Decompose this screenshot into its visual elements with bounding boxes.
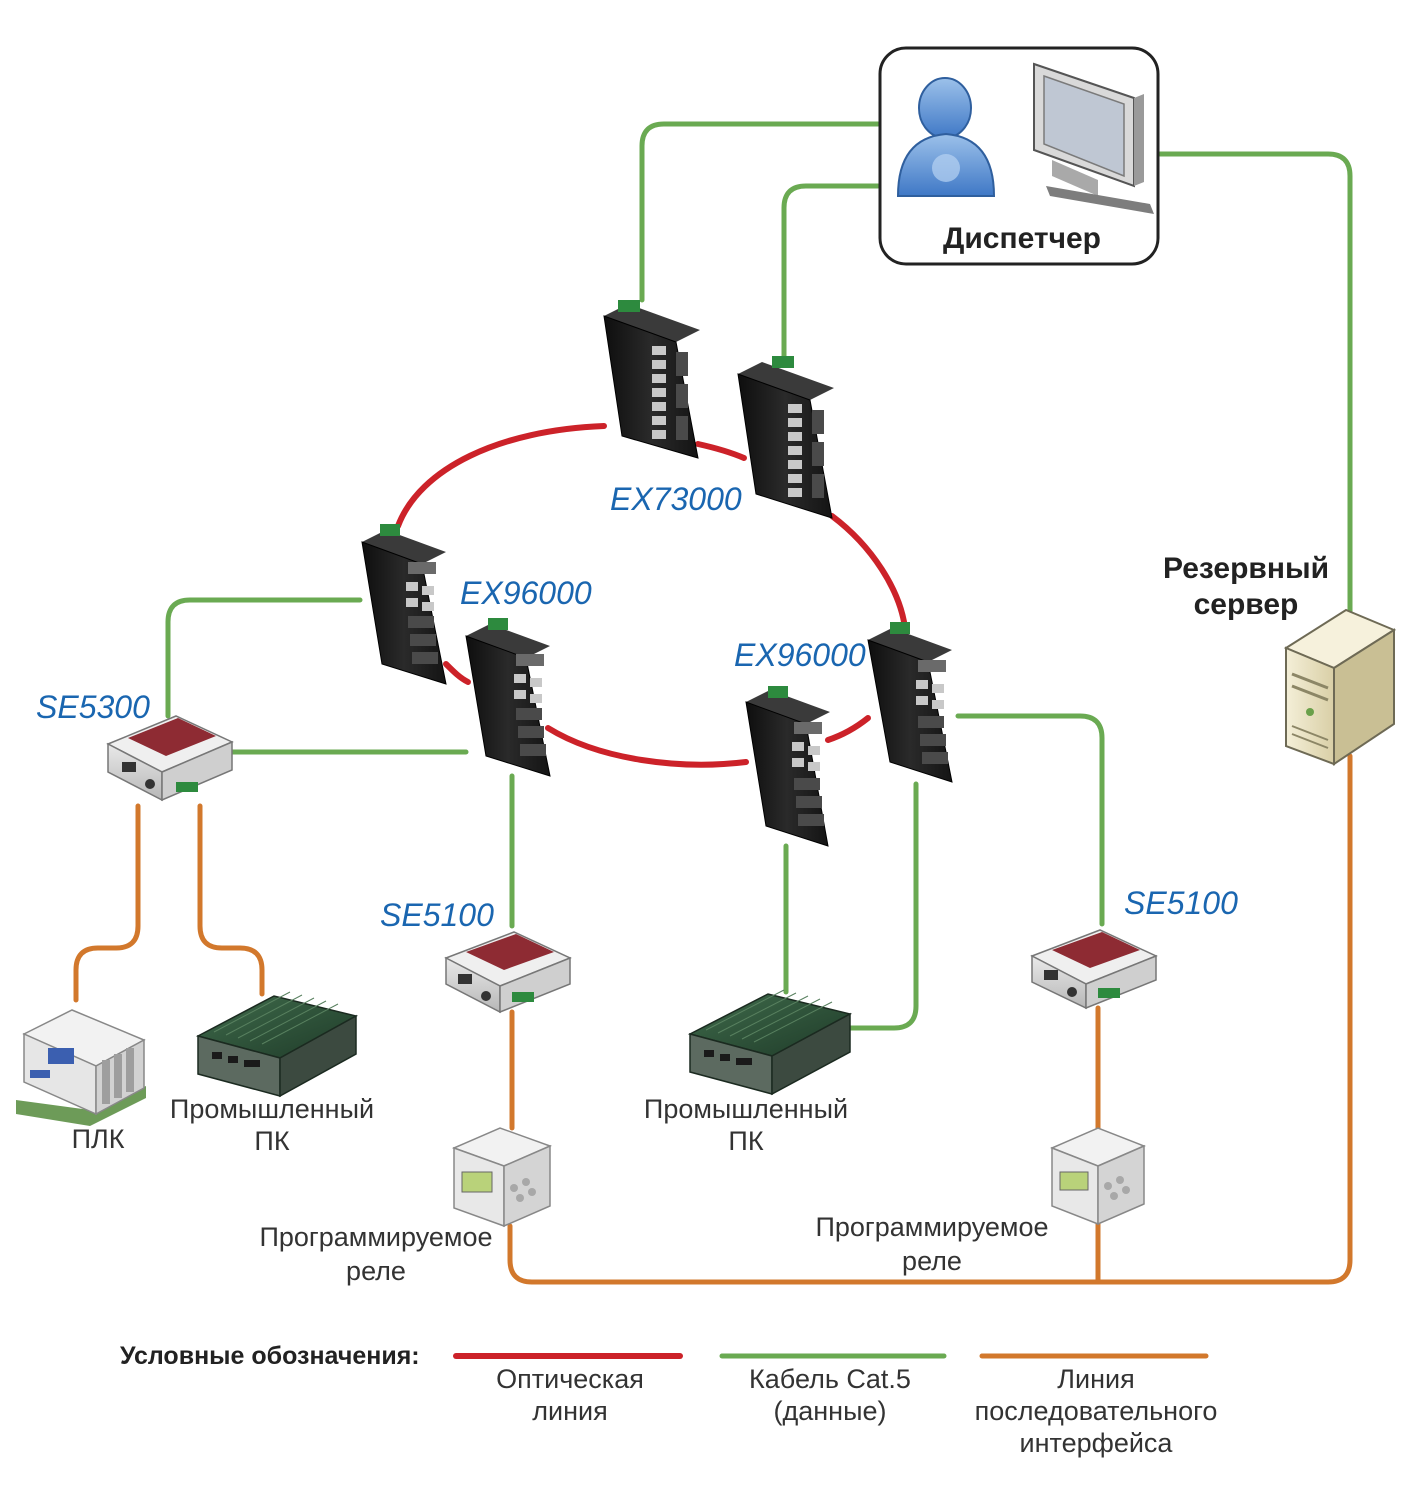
legend-title: Условные обозначения:	[120, 1342, 420, 1370]
backup-server-label-line1: Резервный	[1163, 552, 1329, 585]
ex96000-left-group: EX96000	[361, 524, 592, 777]
serial-se5300-plc	[73, 803, 141, 1003]
ex73000-switch-b	[737, 356, 834, 519]
ex96000-left-switch-b	[465, 618, 551, 777]
ipc-left-label-line2: ПК	[254, 1126, 289, 1156]
legend-serial-line1: Линия	[1057, 1364, 1134, 1394]
ex96000-left-switch-a	[361, 524, 447, 685]
legend-fiber-line2: линия	[532, 1396, 607, 1426]
se5100-left-label: SE5100	[380, 897, 494, 933]
ex96000-right-label: EX96000	[734, 637, 866, 673]
legend-serial-line2: последовательного	[975, 1396, 1218, 1426]
ipc-mid-label-line2: ПК	[728, 1126, 763, 1156]
ipc-left-label-line1: Промышленный	[170, 1094, 374, 1124]
cat5-ex96000-right-ipc-mid	[843, 781, 919, 1031]
monitor-icon	[1033, 62, 1154, 214]
serial-lines	[73, 753, 1353, 1285]
fiber-line-ex96000-pair-right	[825, 715, 871, 743]
legend-fiber-line1: Оптическая	[496, 1364, 644, 1394]
cat5-dispatcher-ex73000-b	[781, 183, 881, 361]
fiber-line-ex96000-pair-left	[443, 661, 471, 685]
cat5-dispatcher-backup-server	[1157, 151, 1353, 615]
dispatcher-label: Диспетчер	[943, 222, 1101, 255]
server-tower-icon	[1283, 608, 1397, 766]
fiber-line-ex73000-pair	[695, 441, 747, 461]
cat5-ex96000-se5300-top	[165, 597, 363, 719]
ex96000-right-switch-b	[867, 622, 953, 783]
backup-server-label-line2: сервер	[1194, 588, 1299, 621]
se5100-left-device-server: SE5100	[380, 897, 572, 1014]
serial-se5300-ipc	[197, 803, 265, 997]
legend-cat5-line1: Кабель Cat.5	[749, 1364, 911, 1394]
se5100-right-device-server: SE5100	[1030, 885, 1238, 1010]
ipc-mid-device: Промышленный ПК	[644, 989, 853, 1156]
plc-label: ПЛК	[72, 1124, 125, 1154]
relay-right-label-line2: реле	[902, 1246, 962, 1276]
ex96000-left-label: EX96000	[460, 575, 592, 611]
fiber-line-ex73000-right-ex96000	[829, 513, 908, 631]
legend-cat5-line2: (данные)	[774, 1396, 887, 1426]
relay-left-label-line1: Программируемое	[259, 1222, 492, 1252]
ipc-left-device: Промышленный ПК	[170, 991, 374, 1156]
se5300-label: SE5300	[36, 689, 150, 725]
dispatcher-box: Диспетчер	[878, 46, 1160, 266]
serial-bus-bottom	[507, 753, 1353, 1285]
backup-server: Резервный сервер	[1163, 552, 1397, 766]
se5100-right-label: SE5100	[1124, 885, 1238, 921]
fiber-line-bottom	[545, 725, 749, 768]
fiber-ring	[395, 423, 908, 768]
user-icon	[896, 77, 996, 197]
fiber-line-ex73000-left-ex96000	[395, 423, 607, 529]
ex73000-switch-group: EX73000	[603, 300, 834, 519]
relay-right-device: Программируемое реле	[815, 1127, 1146, 1276]
ex96000-right-switch-a	[745, 686, 830, 847]
relay-right-label-line1: Программируемое	[815, 1212, 1048, 1242]
ex96000-right-group: EX96000	[734, 622, 953, 847]
cat5-lines	[165, 121, 1353, 1031]
ex73000-switch-a	[603, 300, 700, 459]
ex73000-label: EX73000	[610, 481, 742, 517]
plc-device: ПЛК	[16, 1009, 146, 1154]
ipc-mid-label-line1: Промышленный	[644, 1094, 848, 1124]
relay-left-device: Программируемое реле	[259, 1127, 553, 1286]
se5300-device-server: SE5300	[36, 689, 234, 802]
relay-left-label-line2: реле	[346, 1256, 406, 1286]
cat5-ex96000-right-se5100-right	[955, 713, 1105, 927]
legend: Условные обозначения: Оптическая линия К…	[120, 1342, 1217, 1458]
cat5-dispatcher-ex73000-a	[639, 121, 881, 303]
legend-serial-line3: интерфейса	[1020, 1428, 1174, 1458]
